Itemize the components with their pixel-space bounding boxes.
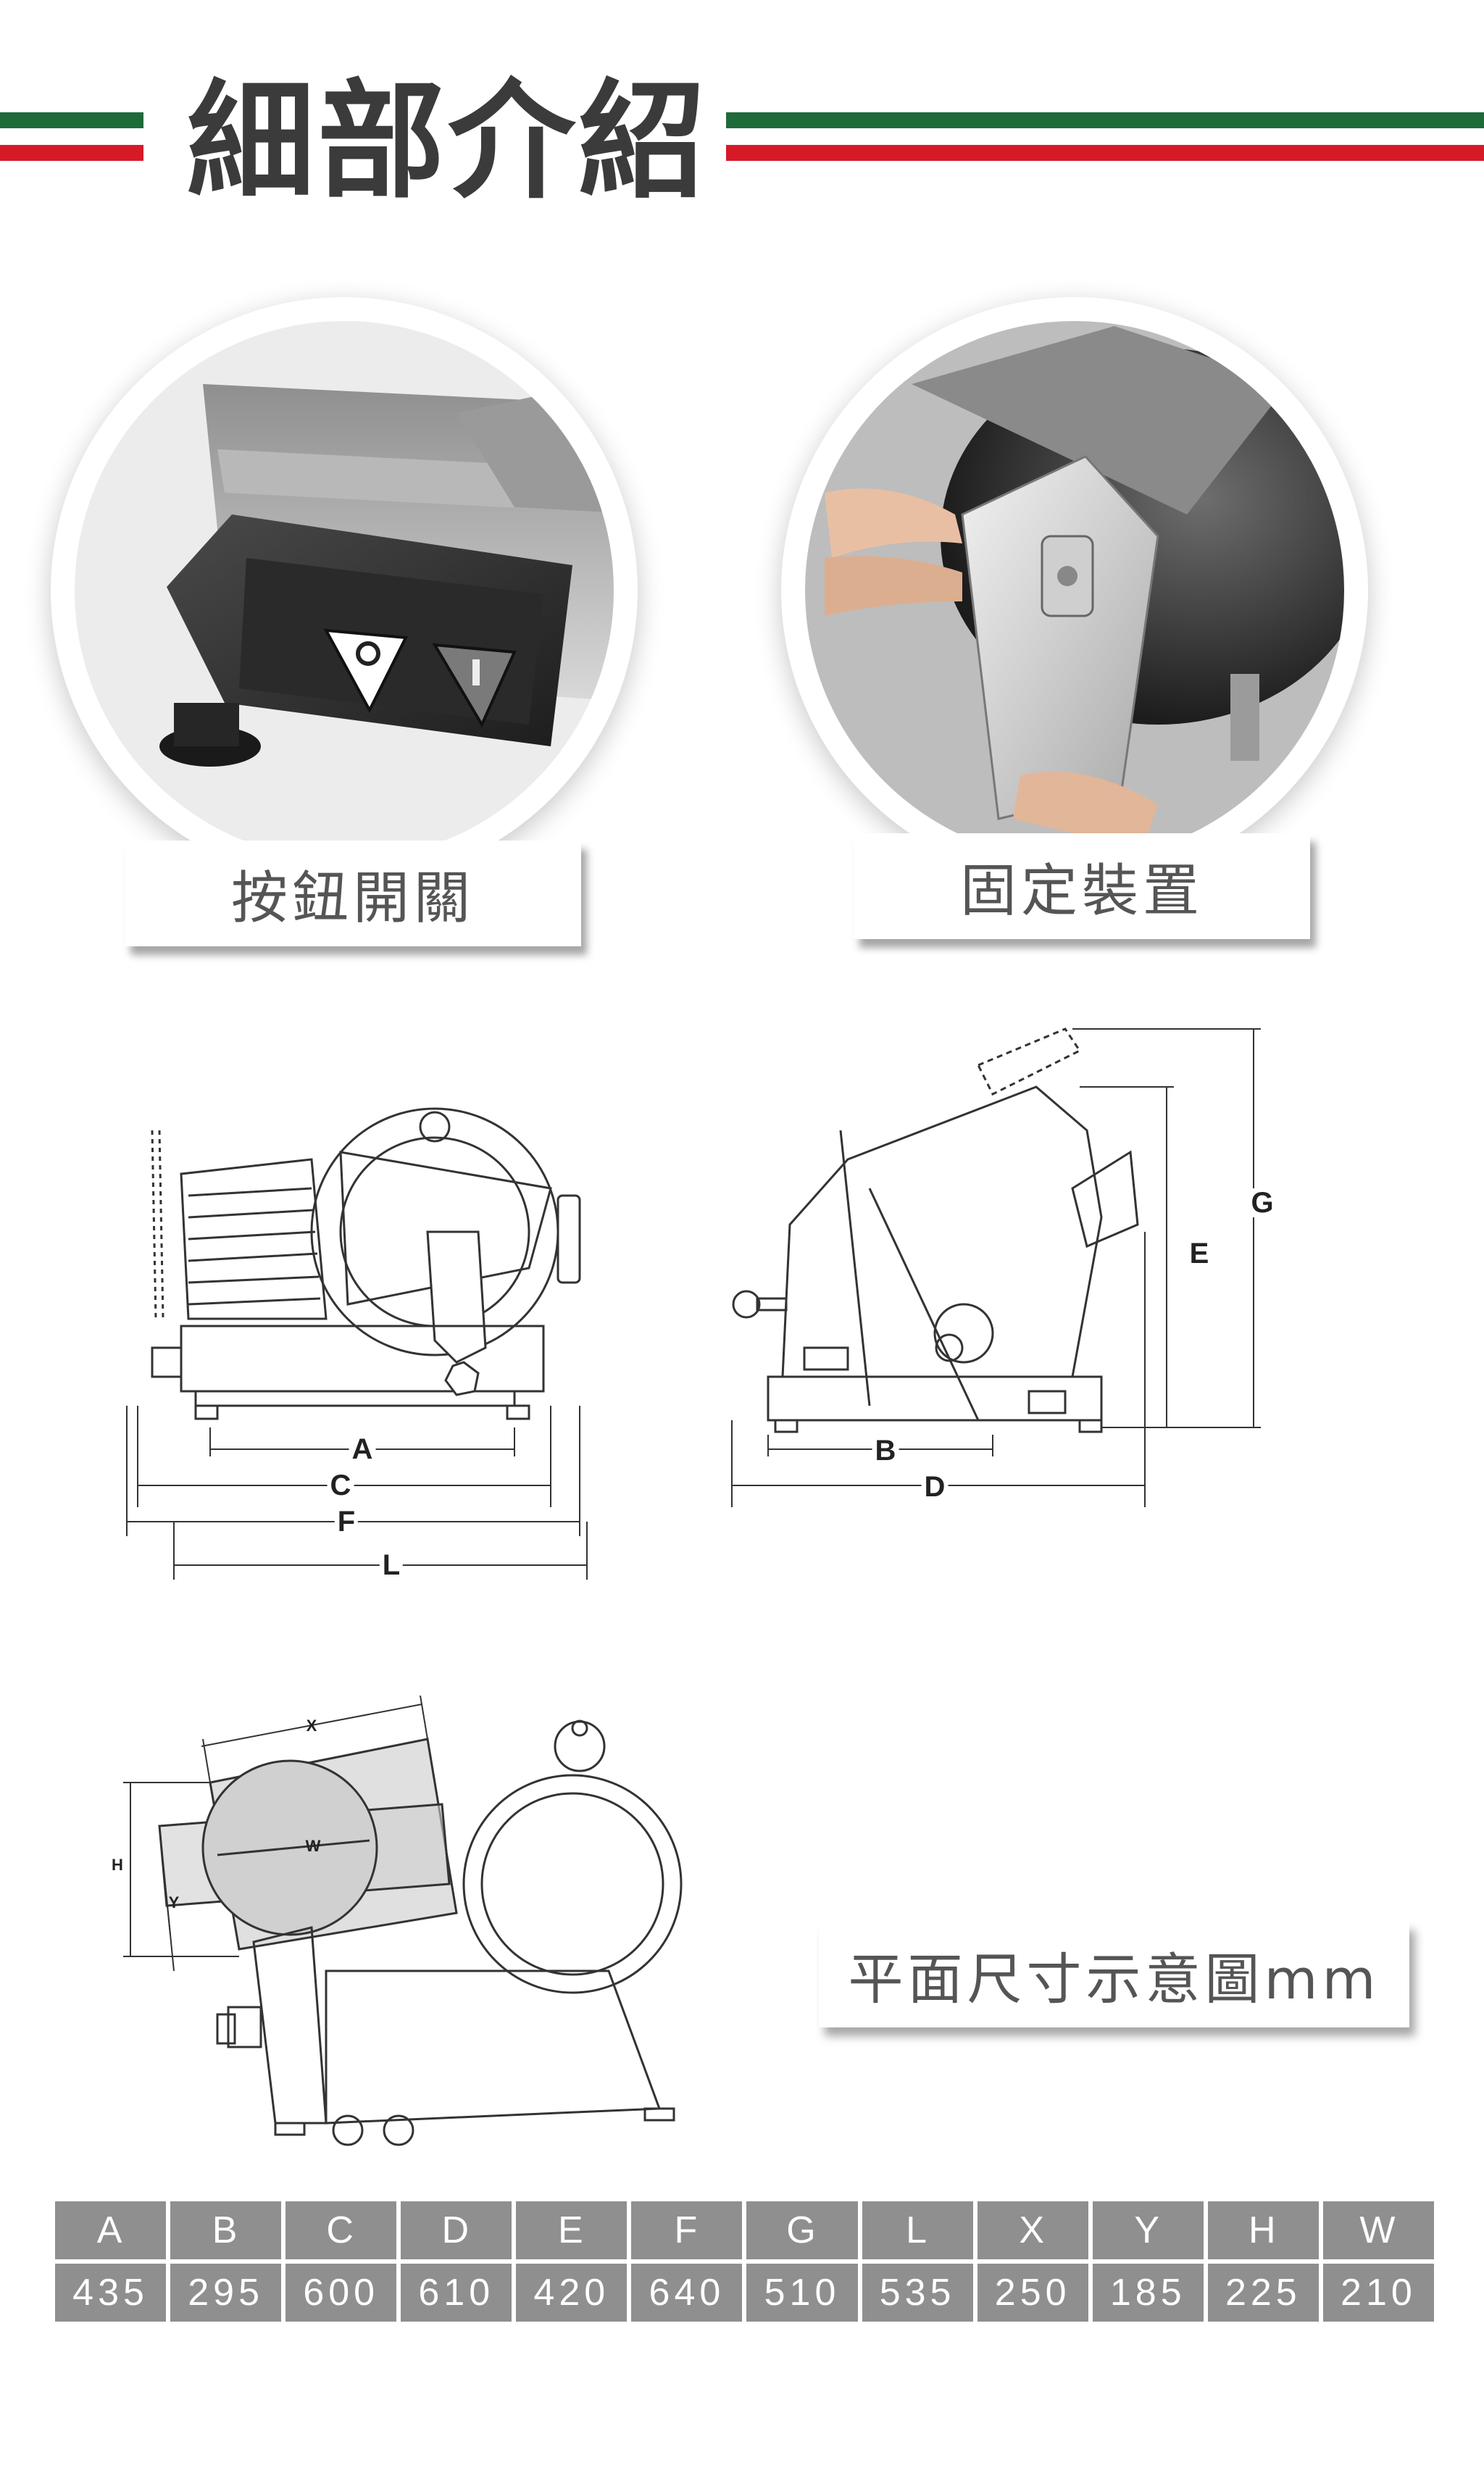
spec-header-cell: L	[862, 2201, 973, 2259]
spec-value-cell: 210	[1322, 2264, 1434, 2322]
fixing-photo-frame	[781, 297, 1368, 884]
spec-value-row: 435 295 600 610 420 640 510 535 250 185 …	[55, 2264, 1434, 2322]
spec-value-cell: 640	[631, 2264, 743, 2322]
plan-view-drawing	[123, 1696, 683, 2146]
spec-header-cell: F	[631, 2201, 743, 2259]
spec-value-cell: 420	[516, 2264, 628, 2322]
switch-caption: 按鈕開關	[125, 841, 581, 946]
spec-value-cell: 600	[285, 2264, 397, 2322]
dim-label-y: Y	[168, 1893, 180, 1912]
dim-label-a: A	[349, 1435, 376, 1464]
spec-header-cell: A	[55, 2201, 167, 2259]
spec-value-cell: 225	[1207, 2264, 1319, 2322]
header-stripe-red-left	[0, 145, 143, 161]
page-title: 細部介紹	[187, 67, 709, 216]
power-switch-photo	[75, 321, 614, 860]
fixing-caption: 固定裝置	[854, 833, 1310, 939]
spec-header-cell: D	[401, 2201, 512, 2259]
dim-label-b: B	[872, 1436, 899, 1465]
spec-header-cell: G	[746, 2201, 858, 2259]
spec-header-cell: E	[516, 2201, 628, 2259]
spec-header-cell: X	[977, 2201, 1088, 2259]
dim-label-f: F	[334, 1507, 359, 1536]
plan-dimension-caption: 平面尺寸示意圖mm	[819, 1922, 1409, 2027]
side-view-drawing	[731, 1027, 1261, 1507]
dim-label-g: G	[1248, 1188, 1277, 1217]
spec-header-cell: Y	[1092, 2201, 1204, 2259]
spec-header-cell: C	[285, 2201, 397, 2259]
dim-label-w: W	[305, 1837, 321, 1855]
spec-value-cell: 510	[746, 2264, 858, 2322]
header-stripe-red-right	[726, 145, 1484, 161]
spec-header-cell: H	[1207, 2201, 1319, 2259]
dim-label-d: D	[921, 1472, 949, 1501]
blade-cover-mount-photo	[805, 321, 1344, 860]
spec-header-row: A B C D E F G L X Y H W	[55, 2201, 1434, 2259]
spec-header-cell: B	[170, 2201, 282, 2259]
switch-photo-frame	[51, 297, 638, 884]
spec-value-cell: 610	[401, 2264, 512, 2322]
dimension-spec-table: A B C D E F G L X Y H W 435 295 600 610 …	[51, 2197, 1438, 2326]
front-view-drawing	[126, 1107, 588, 1580]
spec-value-cell: 250	[977, 2264, 1088, 2322]
dim-label-h: H	[112, 1856, 123, 1874]
dim-label-x: X	[306, 1717, 317, 1735]
header-stripe-green-left	[0, 112, 143, 128]
dim-label-l: L	[379, 1551, 404, 1580]
spec-value-cell: 185	[1092, 2264, 1204, 2322]
dim-label-c: C	[327, 1471, 354, 1500]
spec-value-cell: 295	[170, 2264, 282, 2322]
dim-label-e: E	[1186, 1239, 1212, 1268]
header-stripe-green-right	[726, 112, 1484, 128]
spec-value-cell: 435	[55, 2264, 167, 2322]
spec-value-cell: 535	[862, 2264, 973, 2322]
spec-header-cell: W	[1322, 2201, 1434, 2259]
